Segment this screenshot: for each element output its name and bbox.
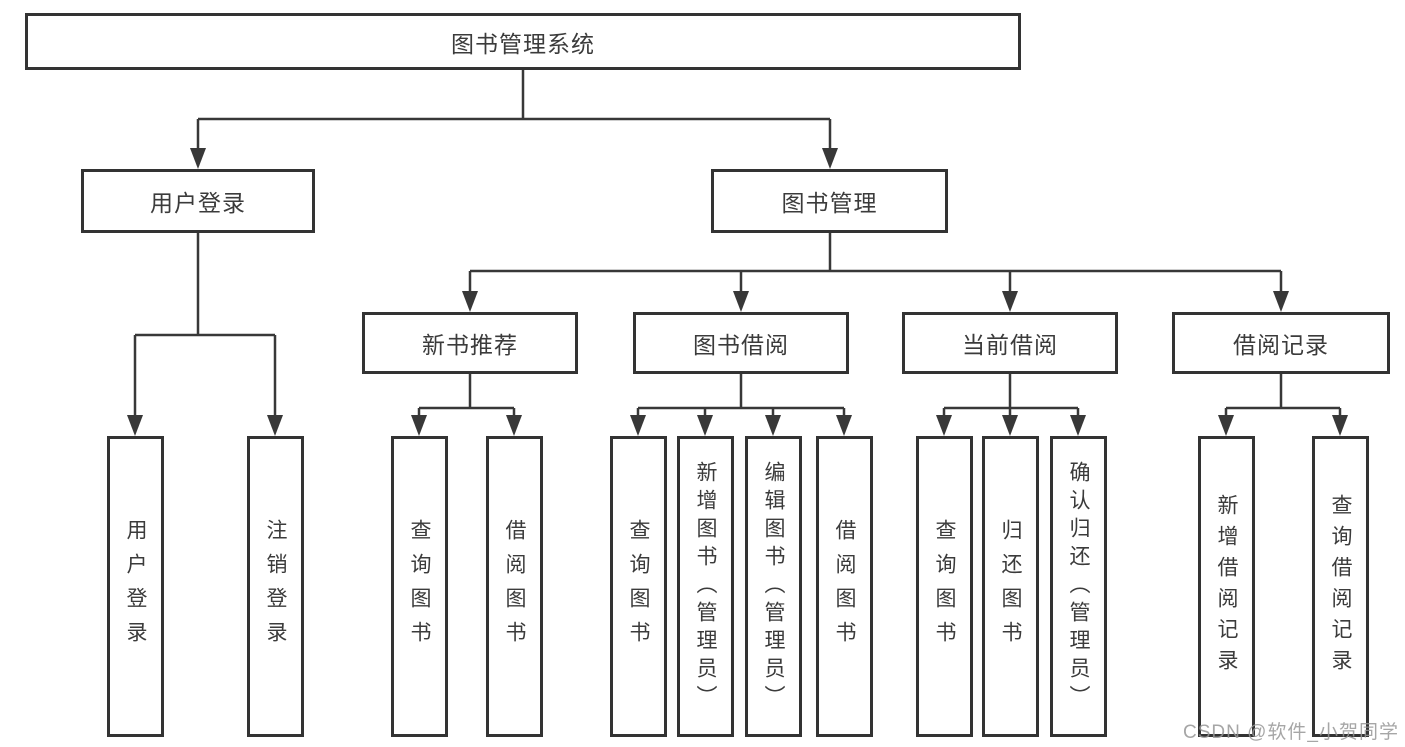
node-current-borrow: 当前借阅 bbox=[902, 312, 1118, 374]
node-new-book-recommend-label: 新书推荐 bbox=[422, 332, 518, 358]
node-root-label: 图书管理系统 bbox=[451, 30, 595, 57]
leaf-confirm-return-admin: 确认归还（管理员） bbox=[1050, 436, 1107, 737]
node-book-borrow: 图书借阅 bbox=[633, 312, 849, 374]
leaf-logout-label: 注销登录 bbox=[264, 518, 287, 655]
node-book-management: 图书管理 bbox=[711, 169, 948, 233]
node-book-borrow-label: 图书借阅 bbox=[693, 332, 789, 358]
leaf-return-book-label: 归还图书 bbox=[999, 518, 1022, 655]
leaf-edit-book-admin-label: 编辑图书（管理员） bbox=[762, 460, 785, 713]
watermark: CSDN @软件_小贺同学 bbox=[1183, 722, 1399, 743]
leaf-add-borrow-record-label: 新增借阅记录 bbox=[1215, 493, 1238, 680]
node-user-login-label: 用户登录 bbox=[150, 190, 246, 216]
leaf-query-books-current: 查询图书 bbox=[916, 436, 973, 737]
leaf-query-books-recommend-label: 查询图书 bbox=[408, 518, 431, 655]
leaf-add-book-admin: 新增图书（管理员） bbox=[677, 436, 734, 737]
leaf-user-login: 用户登录 bbox=[107, 436, 164, 737]
leaf-borrow-book-recommend: 借阅图书 bbox=[486, 436, 543, 737]
leaf-add-book-admin-label: 新增图书（管理员） bbox=[694, 460, 717, 713]
leaf-user-login-label: 用户登录 bbox=[124, 518, 147, 655]
leaf-query-borrow-record-label: 查询借阅记录 bbox=[1329, 493, 1352, 680]
leaf-borrow-book-label: 借阅图书 bbox=[833, 518, 856, 655]
arrowheads bbox=[127, 148, 1348, 436]
leaf-query-books-current-label: 查询图书 bbox=[933, 518, 956, 655]
node-borrow-records: 借阅记录 bbox=[1172, 312, 1390, 374]
leaf-confirm-return-admin-label: 确认归还（管理员） bbox=[1067, 460, 1090, 713]
leaf-edit-book-admin: 编辑图书（管理员） bbox=[745, 436, 802, 737]
leaf-borrow-book-recommend-label: 借阅图书 bbox=[503, 518, 526, 655]
leaf-query-books-borrow-label: 查询图书 bbox=[627, 518, 650, 655]
node-book-management-label: 图书管理 bbox=[781, 190, 878, 216]
node-user-login: 用户登录 bbox=[81, 169, 315, 233]
node-root: 图书管理系统 bbox=[25, 13, 1021, 70]
node-new-book-recommend: 新书推荐 bbox=[362, 312, 578, 374]
leaf-add-borrow-record: 新增借阅记录 bbox=[1198, 436, 1255, 737]
node-current-borrow-label: 当前借阅 bbox=[962, 332, 1058, 358]
leaf-borrow-book: 借阅图书 bbox=[816, 436, 873, 737]
leaf-query-books-borrow: 查询图书 bbox=[610, 436, 667, 737]
leaf-query-borrow-record: 查询借阅记录 bbox=[1312, 436, 1369, 737]
leaf-query-books-recommend: 查询图书 bbox=[391, 436, 448, 737]
leaf-return-book: 归还图书 bbox=[982, 436, 1039, 737]
leaf-logout: 注销登录 bbox=[247, 436, 304, 737]
node-borrow-records-label: 借阅记录 bbox=[1233, 332, 1329, 358]
